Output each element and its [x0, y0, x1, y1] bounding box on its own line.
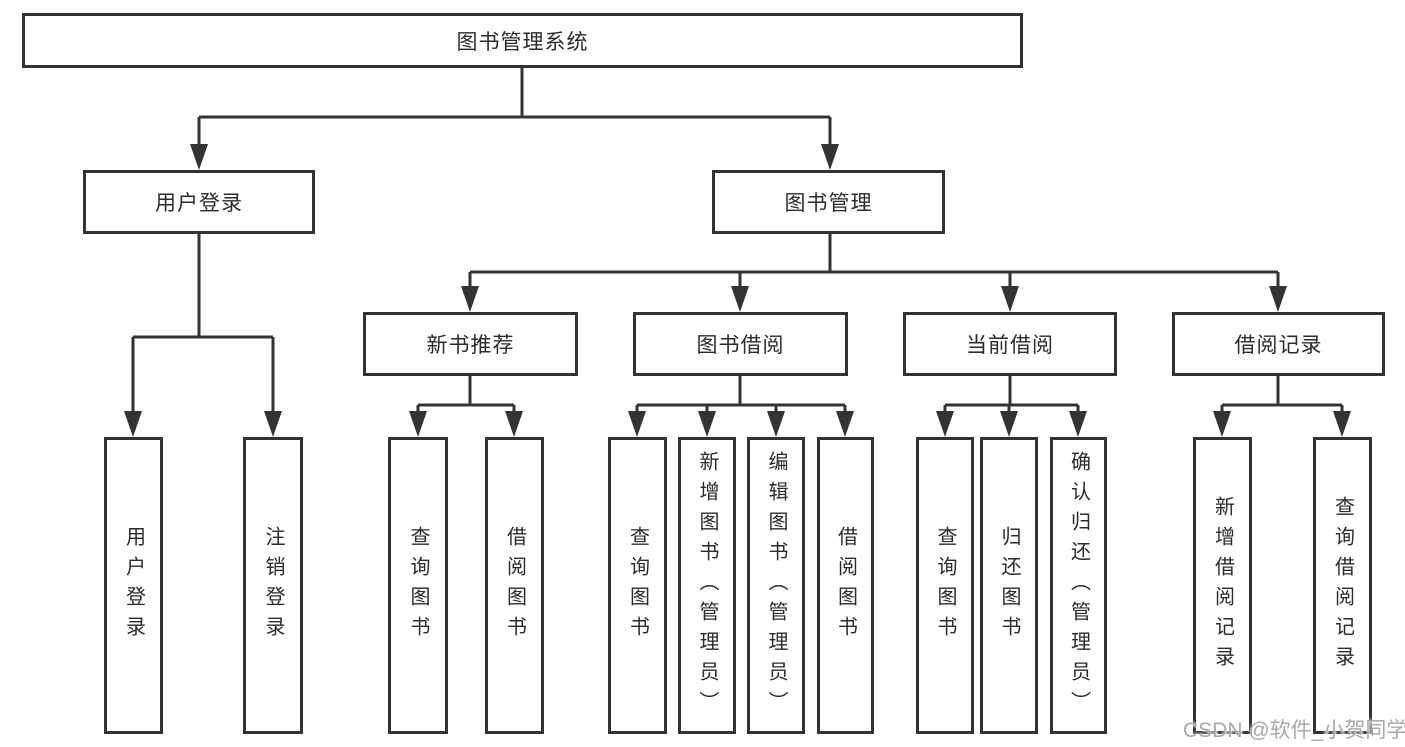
leaf-confirm-return-admin: 确认归还（管理员）	[1050, 437, 1107, 734]
leaf-add-books-admin: 新增图书（管理员）	[678, 437, 736, 734]
leaf-borrow-books-recommend: 借阅图书	[485, 437, 544, 734]
node-root-system: 图书管理系统	[22, 13, 1023, 68]
csdn-watermark: CSDN @软件_小贺同学	[1183, 719, 1405, 742]
leaf-logout: 注销登录	[243, 437, 303, 734]
leaf-query-books-borrow: 查询图书	[608, 437, 667, 734]
leaf-borrow-books: 借阅图书	[817, 437, 874, 734]
leaf-return-books: 归还图书	[980, 437, 1038, 734]
leaf-query-books-current: 查询图书	[916, 437, 974, 734]
node-new-book-recommend: 新书推荐	[363, 312, 578, 376]
leaf-user-login: 用户登录	[104, 437, 163, 734]
node-user-login-group: 用户登录	[83, 170, 315, 234]
leaf-edit-books-admin: 编辑图书（管理员）	[747, 437, 805, 734]
leaf-query-borrow-record: 查询借阅记录	[1313, 437, 1372, 734]
leaf-add-borrow-record: 新增借阅记录	[1193, 437, 1252, 734]
leaf-query-books-recommend: 查询图书	[388, 437, 448, 734]
node-book-borrow: 图书借阅	[633, 312, 848, 376]
node-book-management-group: 图书管理	[712, 170, 945, 234]
node-current-borrow: 当前借阅	[903, 312, 1117, 376]
arrowheads	[124, 144, 1351, 437]
node-borrow-record: 借阅记录	[1172, 312, 1385, 376]
